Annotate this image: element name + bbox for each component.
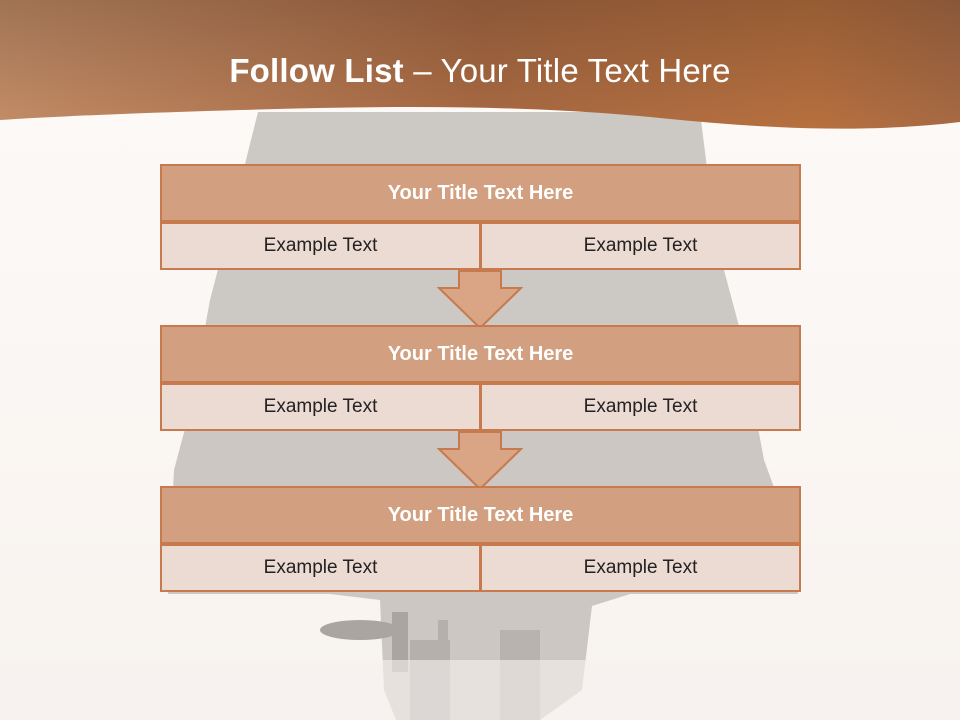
step-box-2: Your Title Text Here Example Text Exampl… — [160, 325, 801, 431]
step-title: Your Title Text Here — [160, 325, 801, 383]
step-cell-right: Example Text — [480, 222, 801, 270]
header-band — [0, 0, 960, 129]
step-cell-left: Example Text — [160, 222, 481, 270]
step-cell-right: Example Text — [480, 544, 801, 592]
step-box-3: Your Title Text Here Example Text Exampl… — [160, 486, 801, 592]
step-box-1: Your Title Text Here Example Text Exampl… — [160, 164, 801, 270]
step-cell-left: Example Text — [160, 383, 481, 431]
step-cell-left: Example Text — [160, 544, 481, 592]
down-arrow-icon — [437, 270, 523, 330]
down-arrow-icon — [437, 431, 523, 491]
slide-title: Follow List – Your Title Text Here — [0, 52, 960, 90]
step-title: Your Title Text Here — [160, 486, 801, 544]
slide-title-rest: – Your Title Text Here — [403, 52, 731, 89]
step-title: Your Title Text Here — [160, 164, 801, 222]
slide-title-bold: Follow List — [229, 52, 404, 89]
step-cell-right: Example Text — [480, 383, 801, 431]
